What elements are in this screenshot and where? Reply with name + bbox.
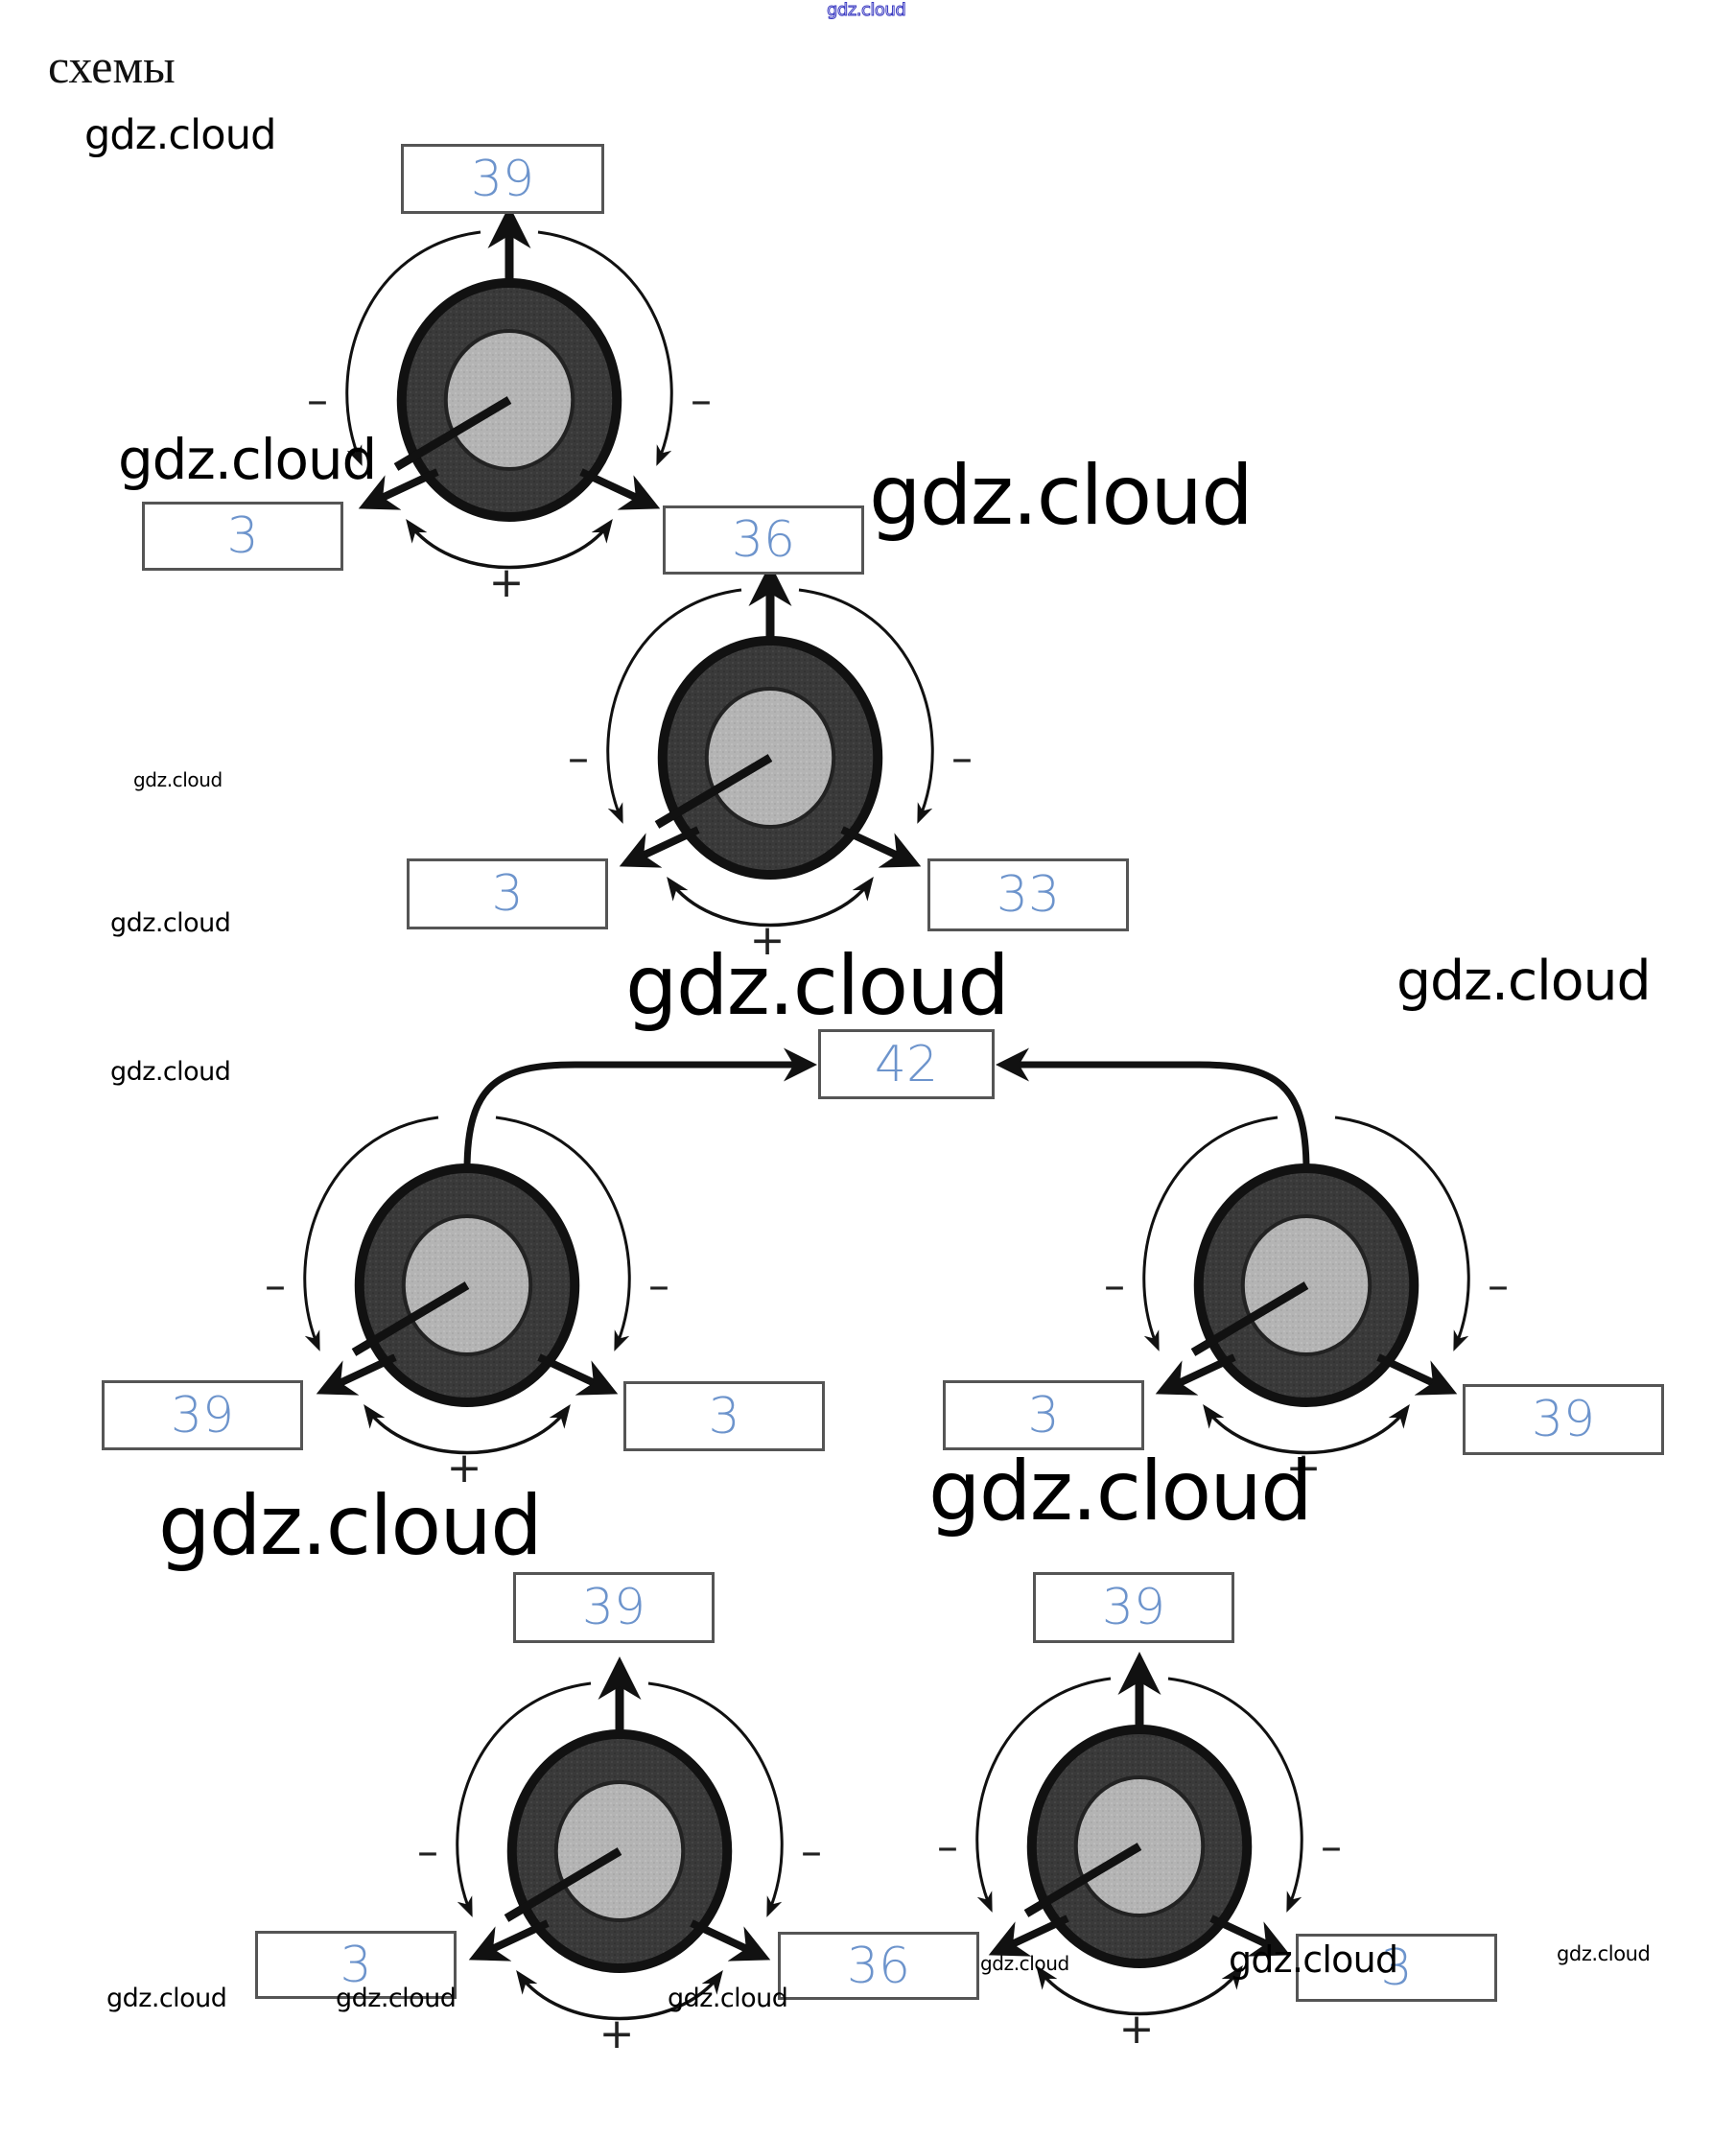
- minus-sign-right: –: [1488, 1261, 1509, 1310]
- number-box-d3-right[interactable]: 3: [623, 1381, 825, 1451]
- arc-minus-right-icon: [647, 1681, 784, 1917]
- number-box-d1-top[interactable]: 39: [401, 144, 604, 214]
- minus-sign-left: –: [1104, 1261, 1125, 1310]
- minus-sign-left: –: [417, 1827, 438, 1876]
- arc-minus-left-icon: [345, 230, 481, 466]
- watermark: gdz.cloud: [106, 1984, 227, 2013]
- minus-sign-left: –: [265, 1261, 286, 1310]
- radius-line: [504, 1847, 622, 1922]
- part-whole-diagram-d6: – – +: [937, 1652, 1342, 2054]
- part-whole-diagram-d1: – – +: [307, 205, 712, 607]
- arrow-right-icon: [537, 1353, 619, 1396]
- number-box-d3-left[interactable]: 39: [102, 1380, 303, 1450]
- watermark: gdz.cloud: [668, 1984, 788, 2013]
- watermark: gdz.cloud: [980, 1952, 1069, 1975]
- radius-line: [1023, 1843, 1142, 1917]
- arc-minus-left-icon: [975, 1677, 1112, 1913]
- top-watermark: gdz.cloud: [826, 0, 906, 21]
- number-box-d6-right[interactable]: 3: [1296, 1934, 1497, 2002]
- number-box-d4-right[interactable]: 39: [1463, 1384, 1664, 1455]
- minus-sign-right: –: [951, 734, 973, 783]
- arrow-right-icon: [1209, 1915, 1291, 1957]
- number-box-sum[interactable]: 42: [818, 1029, 995, 1099]
- watermark: gdz.cloud: [1396, 950, 1652, 1013]
- radius-line: [351, 1281, 470, 1356]
- arrow-left-icon: [1155, 1353, 1236, 1396]
- arrow-left-icon: [358, 468, 439, 510]
- watermark: gdz.cloud: [133, 768, 223, 791]
- minus-sign-right: –: [691, 376, 712, 425]
- arc-plus-icon: [516, 1970, 723, 2021]
- arc-minus-left-icon: [303, 1116, 439, 1351]
- plus-sign: +: [489, 558, 525, 607]
- watermark: gdz.cloud: [84, 111, 276, 159]
- radius-line: [393, 396, 512, 471]
- watermark: gdz.cloud: [158, 1478, 543, 1574]
- arc-minus-left-icon: [1142, 1116, 1279, 1351]
- watermark: gdz.cloud: [625, 938, 1010, 1034]
- number-box-d5-left[interactable]: 3: [255, 1931, 457, 1999]
- minus-sign-right: –: [801, 1827, 822, 1876]
- plus-sign: +: [750, 916, 786, 965]
- watermark: gdz.cloud: [110, 908, 231, 938]
- arc-minus-right-icon: [495, 1116, 631, 1351]
- minus-sign-left: –: [568, 734, 589, 783]
- arrow-left-icon: [468, 1919, 550, 1962]
- watermark: gdz.cloud: [1557, 1942, 1651, 1965]
- arrow-left-icon: [988, 1915, 1069, 1957]
- number-box-d5-top[interactable]: 39: [513, 1572, 715, 1643]
- arrow-left-icon: [619, 826, 700, 868]
- radius-line: [1190, 1281, 1309, 1356]
- arc-minus-right-icon: [798, 588, 934, 824]
- minus-sign-left: –: [937, 1822, 958, 1871]
- part-whole-diagram-d3: – – +: [265, 1047, 817, 1492]
- arc-plus-icon: [406, 519, 613, 570]
- arrow-right-icon: [1376, 1353, 1458, 1396]
- arrow-to-sum-icon: [463, 1047, 817, 1171]
- number-box-d4-left[interactable]: 3: [943, 1380, 1144, 1450]
- minus-sign-right: –: [1321, 1822, 1342, 1871]
- arrow-right-icon: [579, 468, 661, 510]
- arrow-right-icon: [690, 1919, 771, 1962]
- plus-sign: +: [1119, 2005, 1155, 2054]
- number-box-d2-right[interactable]: 33: [927, 858, 1129, 931]
- arrow-left-icon: [316, 1353, 397, 1396]
- page-title: схемы: [48, 39, 176, 93]
- part-whole-diagram-d4: – – +: [996, 1047, 1509, 1492]
- arrow-right-icon: [840, 826, 922, 868]
- arc-minus-right-icon: [1334, 1116, 1470, 1351]
- plus-sign: +: [1286, 1444, 1322, 1492]
- number-box-d1-right[interactable]: 36: [663, 505, 864, 575]
- watermark: gdz.cloud: [1229, 1938, 1398, 1981]
- minus-sign-left: –: [307, 376, 328, 425]
- watermark: gdz.cloud: [869, 448, 1254, 544]
- plus-sign: +: [599, 2009, 635, 2058]
- part-whole-diagram-d5: – – +: [417, 1656, 822, 2058]
- watermark: gdz.cloud: [118, 427, 377, 492]
- number-box-d2-left[interactable]: 3: [407, 858, 608, 929]
- number-box-d1-left[interactable]: 3: [142, 502, 343, 571]
- arc-minus-left-icon: [606, 588, 742, 824]
- minus-sign-right: –: [648, 1261, 669, 1310]
- arc-minus-right-icon: [537, 230, 673, 466]
- number-box-d6-top[interactable]: 39: [1033, 1572, 1234, 1643]
- number-box-d5-right[interactable]: 36: [778, 1932, 979, 2000]
- arrow-to-sum-icon: [996, 1047, 1310, 1171]
- arc-plus-icon: [1036, 1965, 1243, 2016]
- part-whole-diagram-d2: – – +: [568, 563, 973, 965]
- arc-plus-icon: [667, 877, 874, 928]
- arc-plus-icon: [364, 1404, 571, 1455]
- watermark: gdz.cloud: [110, 1057, 231, 1087]
- watermark: gdz.cloud: [336, 1984, 457, 2013]
- radius-line: [654, 754, 773, 829]
- arc-minus-left-icon: [456, 1681, 592, 1917]
- plus-sign: +: [447, 1444, 482, 1492]
- arc-plus-icon: [1203, 1404, 1410, 1455]
- arc-minus-right-icon: [1167, 1677, 1303, 1913]
- watermark: gdz.cloud: [928, 1444, 1313, 1539]
